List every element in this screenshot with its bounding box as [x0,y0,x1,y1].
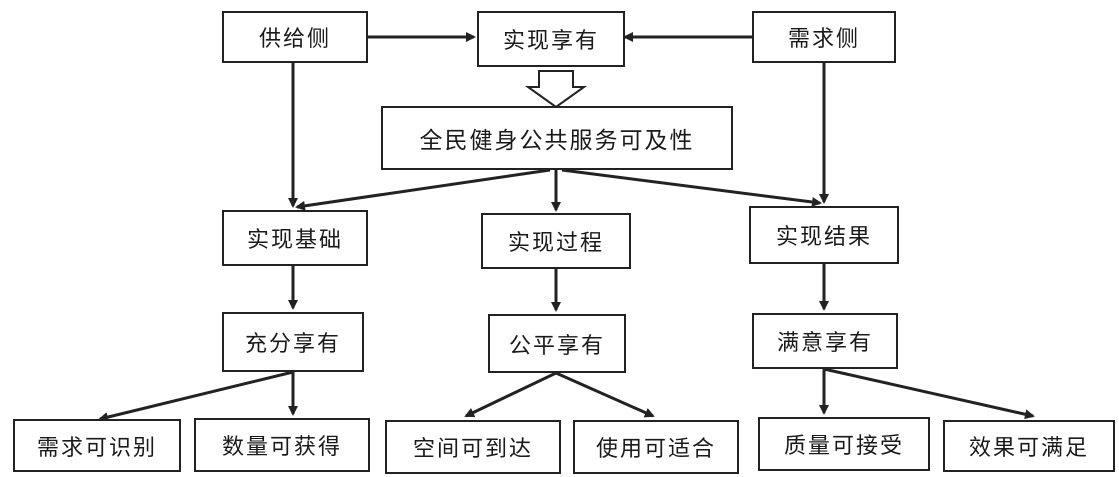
need-identifiable-label: 需求可识别 [36,435,157,461]
arrow-full-to-need [98,370,294,422]
quantity-obtainable-box: 数量可获得 [194,418,370,472]
effect-satisfying-box: 效果可满足 [943,420,1115,472]
space-reachable-box: 空间可到达 [385,420,561,474]
hollow-down-arrow [524,70,588,109]
satisfied-enjoy-label: 满意享有 [776,331,873,356]
quality-acceptable-box: 质量可接受 [758,417,930,471]
need-identifiable-box: 需求可识别 [13,419,181,472]
demand-side-box: 需求侧 [752,11,896,63]
realize-result-box: 实现结果 [749,206,899,264]
use-suitable-label: 使用可适合 [595,437,716,462]
realize-process-label: 实现过程 [507,231,604,256]
effect-satisfying-label: 效果可满足 [968,436,1089,461]
realize-basis-label: 实现基础 [246,228,343,253]
realize-enjoy-box: 实现享有 [477,11,625,67]
arrow-satisfied-to-effect [823,367,1035,420]
satisfied-enjoy-box: 满意享有 [752,313,898,369]
realize-basis-box: 实现基础 [222,210,368,266]
quality-acceptable-label: 质量可接受 [783,434,904,459]
arrow-fair-to-use [555,371,655,418]
full-enjoy-label: 充分享有 [244,332,341,357]
realize-result-label: 实现结果 [775,225,872,250]
supply-side-box: 供给侧 [222,11,368,63]
fair-enjoy-box: 公平享有 [488,314,626,373]
use-suitable-box: 使用可适合 [573,420,739,474]
supply-side-label: 供给侧 [258,27,331,52]
arrow-core-to-basis [295,168,551,211]
demand-side-label: 需求侧 [787,27,860,52]
core-accessibility-label: 全民健身公共服务可及性 [419,128,695,154]
quantity-obtainable-label: 数量可获得 [221,435,342,460]
realize-process-box: 实现过程 [481,213,631,269]
arrow-fair-to-space [464,371,557,418]
fair-enjoy-label: 公平享有 [508,333,605,359]
arrow-core-to-result [561,168,822,207]
space-reachable-label: 空间可到达 [412,437,533,462]
full-enjoy-box: 充分享有 [222,312,364,372]
realize-enjoy-label: 实现享有 [502,29,599,54]
core-accessibility-box: 全民健身公共服务可及性 [381,106,733,170]
